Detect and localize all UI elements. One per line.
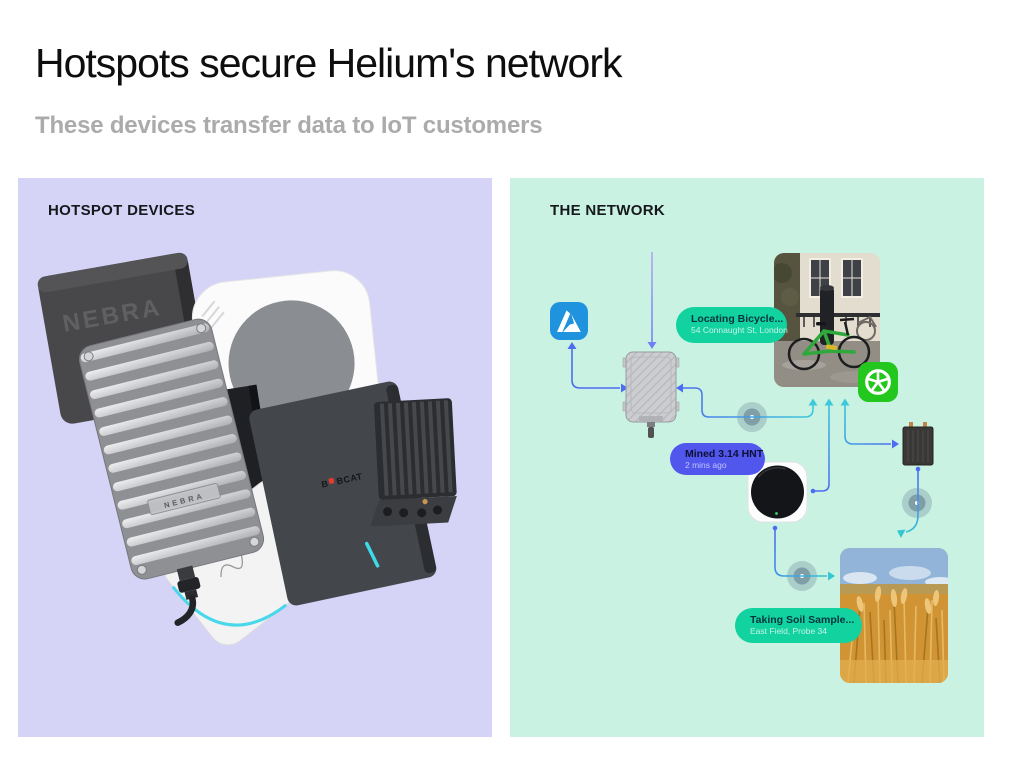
connector-lines — [571, 252, 919, 577]
hotspot-devices-illustration: NEBRA — [37, 252, 457, 646]
cable-gland — [174, 565, 201, 626]
connector-arrows — [567, 342, 921, 581]
page-subtitle: These devices transfer data to IoT custo… — [35, 112, 543, 139]
lime-icon — [858, 362, 898, 402]
callout-mined-hnt: Mined 3.14 HNT 2 mins ago — [670, 443, 765, 475]
bobcat-logo-mark — [328, 477, 335, 484]
callout-title: Mined 3.14 HNT — [685, 448, 764, 460]
outdoor-hotspot-device — [622, 351, 680, 438]
indoor-hotspot-device — [747, 461, 808, 523]
callout-title: Taking Soil Sample... — [750, 614, 855, 626]
callout-subtitle: 54 Connaught St, London — [691, 325, 788, 335]
callout-soil-sample: Taking Soil Sample... East Field, Probe … — [735, 608, 862, 643]
azure-icon — [550, 302, 588, 340]
hotspot-devices-panel: HOTSPOT DEVICES NEBRA — [18, 178, 492, 737]
tracker-device — [902, 422, 934, 466]
network-panel: THE NETWORK — [510, 178, 984, 737]
callout-subtitle: 2 mins ago — [685, 460, 727, 470]
page-title: Hotspots secure Helium's network — [35, 40, 623, 86]
hotspot-devices-heading: HOTSPOT DEVICES — [48, 202, 196, 219]
network-connectors — [567, 252, 934, 591]
heatsink-device — [370, 398, 457, 527]
outdoor-enclosure-device: NEBRA — [78, 318, 265, 626]
network-heading: THE NETWORK — [550, 202, 665, 219]
bobcat-label-b: B — [320, 478, 329, 489]
callout-locating-bicycle: Locating Bicycle... 54 Connaught St, Lon… — [676, 307, 788, 343]
signal-ripple — [902, 488, 932, 518]
callout-title: Locating Bicycle... — [691, 313, 784, 325]
callout-subtitle: East Field, Probe 34 — [750, 626, 828, 636]
